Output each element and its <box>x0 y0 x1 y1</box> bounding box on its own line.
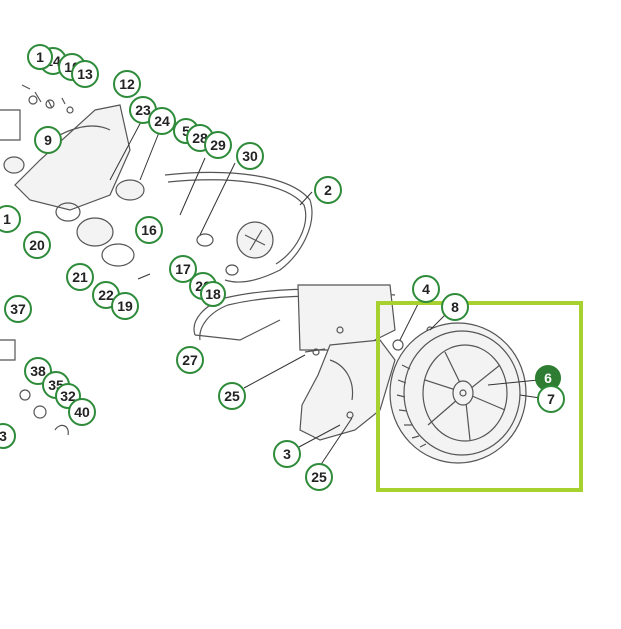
callout-3-label: 3 <box>283 446 291 462</box>
callout-28-label: 28 <box>192 130 208 146</box>
callout-23-label: 23 <box>135 102 151 118</box>
callout-32[interactable]: 32 <box>55 383 81 409</box>
callout-17-label: 17 <box>175 261 191 277</box>
callout-18-label: 18 <box>205 286 221 302</box>
callout-6-label: 6 <box>544 370 552 386</box>
callout-20[interactable]: 20 <box>23 231 51 259</box>
callout-1-label: 1 <box>3 211 11 227</box>
callout-4-label: 4 <box>422 281 430 297</box>
callout-33-label: 3 <box>0 428 7 444</box>
selected-part-highlight <box>376 301 583 492</box>
callout-29[interactable]: 29 <box>204 131 232 159</box>
callout-25-lower-label: 25 <box>311 469 327 485</box>
callout-3[interactable]: 3 <box>273 440 301 468</box>
callout-37[interactable]: 37 <box>4 295 32 323</box>
callout-9-label: 9 <box>44 132 52 148</box>
callout-25-upper-label: 25 <box>224 388 240 404</box>
callout-21[interactable]: 21 <box>66 263 94 291</box>
callout-27[interactable]: 27 <box>176 346 204 374</box>
callout-40[interactable]: 40 <box>68 398 96 426</box>
callout-20-label: 20 <box>29 237 45 253</box>
callout-4[interactable]: 4 <box>412 275 440 303</box>
callout-12[interactable]: 12 <box>113 70 141 98</box>
callout-19-label: 19 <box>117 298 133 314</box>
callout-12-label: 12 <box>119 76 135 92</box>
callouts: 14 10 13 12 1 9 23 24 5 28 29 30 2 1 20 … <box>0 44 565 491</box>
callout-11[interactable]: 1 <box>27 44 53 70</box>
rear-wheel[interactable] <box>389 322 527 464</box>
callout-25-upper[interactable]: 25 <box>218 382 246 410</box>
side-cover-assembly <box>193 284 434 441</box>
callout-37-label: 37 <box>10 301 26 317</box>
callout-6[interactable]: 6 <box>535 365 561 391</box>
callout-7[interactable]: 7 <box>537 385 565 413</box>
callout-1[interactable]: 1 <box>0 205 21 233</box>
callout-24[interactable]: 24 <box>148 107 176 135</box>
callout-27-label: 27 <box>182 352 198 368</box>
callout-5-label: 5 <box>182 123 190 139</box>
callout-24-label: 24 <box>154 113 170 129</box>
callout-11-label: 1 <box>36 49 44 65</box>
callout-30[interactable]: 30 <box>236 142 264 170</box>
callout-8[interactable]: 8 <box>441 293 469 321</box>
callout-32-label: 32 <box>60 388 76 404</box>
callout-16[interactable]: 16 <box>135 216 163 244</box>
callout-2-label: 2 <box>324 182 332 198</box>
callout-18[interactable]: 18 <box>200 281 226 307</box>
callout-13[interactable]: 13 <box>71 60 99 88</box>
callout-19[interactable]: 19 <box>111 292 139 320</box>
callout-25-lower[interactable]: 25 <box>305 463 333 491</box>
belt-drive-housing <box>0 84 313 436</box>
callout-30-label: 30 <box>242 148 258 164</box>
callout-17[interactable]: 17 <box>169 255 197 283</box>
callout-7-label: 7 <box>547 391 555 407</box>
callout-21-label: 21 <box>72 269 88 285</box>
callout-2[interactable]: 2 <box>314 176 342 204</box>
callout-16-label: 16 <box>141 222 157 238</box>
callout-33[interactable]: 3 <box>0 423 16 449</box>
callout-29-label: 29 <box>210 137 226 153</box>
callout-40-label: 40 <box>74 404 90 420</box>
callout-13-label: 13 <box>77 66 93 82</box>
callout-8-label: 8 <box>451 299 459 315</box>
callout-9[interactable]: 9 <box>34 126 62 154</box>
callout-22-label: 22 <box>98 287 114 303</box>
callout-38-label: 38 <box>30 363 46 379</box>
